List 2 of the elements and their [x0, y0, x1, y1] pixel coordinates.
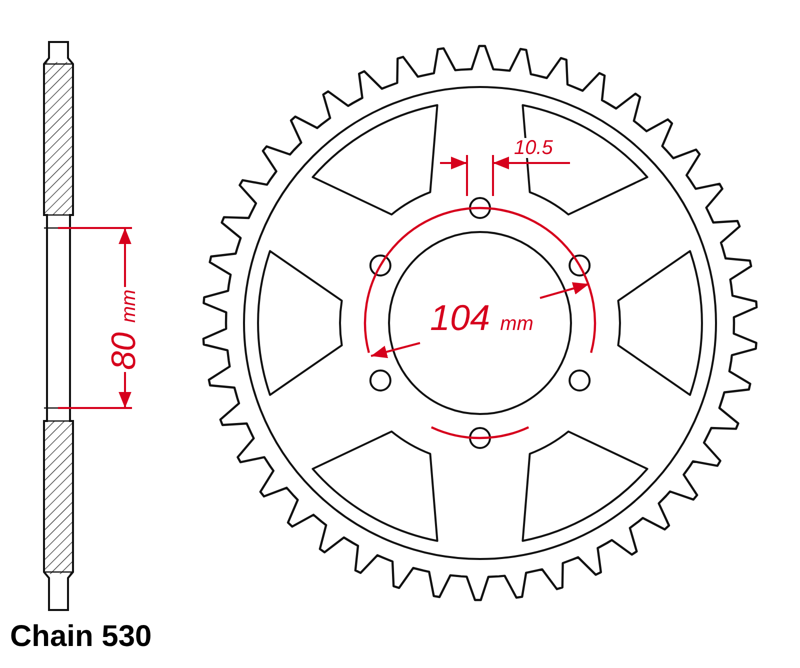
dimension-label: 10.5: [512, 138, 555, 158]
caption-label: Chain 530: [10, 622, 152, 652]
